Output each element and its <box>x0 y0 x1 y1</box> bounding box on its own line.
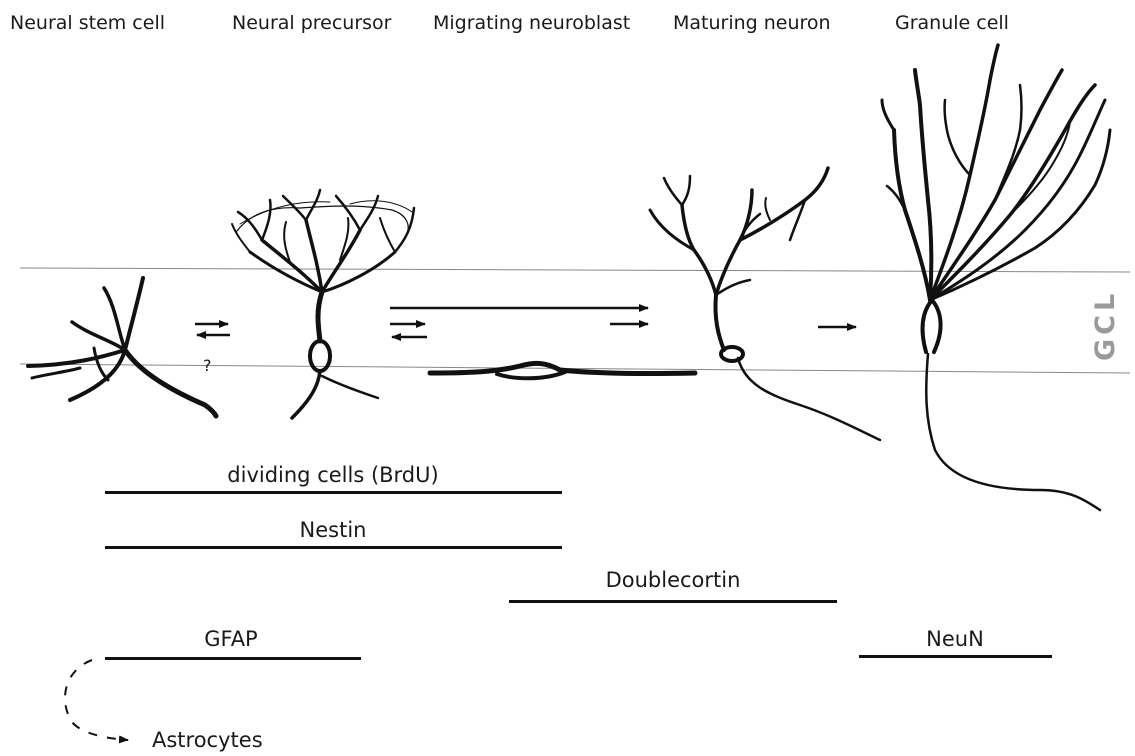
marker-label-brdu: dividing cells (BrdU) <box>105 463 561 487</box>
marker-bar-nestin <box>105 546 562 549</box>
stem-precursor-arrows <box>195 324 230 335</box>
marker-label-nestin: Nestin <box>105 518 561 542</box>
gcl-upper-boundary <box>20 268 1130 272</box>
marker-bar-brdu <box>105 491 562 494</box>
uncertain-transition-mark: ? <box>203 356 212 375</box>
marker-bar-doublecortin <box>509 600 837 603</box>
astrocytes-dashed-arrow <box>65 660 128 740</box>
marker-label-gfap: GFAP <box>105 627 357 651</box>
neural-precursor-drawing <box>232 190 414 418</box>
astrocytes-label: Astrocytes <box>152 728 263 752</box>
maturing-neuron-drawing <box>650 168 880 440</box>
marker-bar-neun <box>859 655 1052 658</box>
marker-bar-gfap <box>105 657 361 660</box>
neural-stem-cell-drawing <box>28 278 216 416</box>
marker-label-neun: NeuN <box>859 627 1051 651</box>
migrating-neuroblast-drawing <box>430 363 695 378</box>
gcl-layer-label: GCL <box>1090 280 1130 370</box>
granule-cell-drawing <box>882 45 1110 510</box>
marker-label-doublecortin: Doublecortin <box>509 568 837 592</box>
precursor-neuroblast-arrows <box>390 308 648 337</box>
